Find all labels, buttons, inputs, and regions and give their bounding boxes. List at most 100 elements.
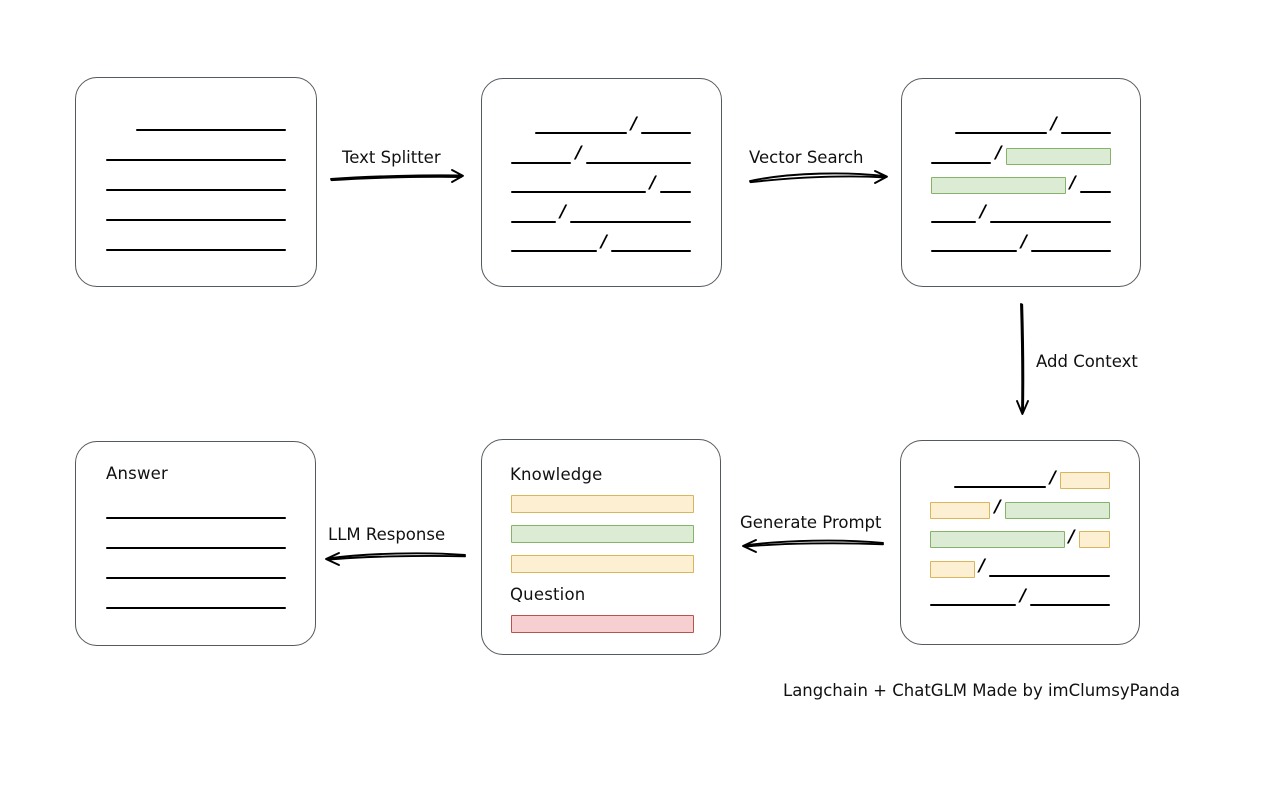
chunk-separator: /	[600, 231, 608, 252]
text-row	[106, 144, 286, 163]
knowledge-bar	[511, 555, 694, 573]
text-line	[953, 471, 1046, 490]
text-line	[931, 147, 992, 166]
text-line	[1079, 176, 1112, 195]
text-line	[931, 235, 1017, 254]
edge-text-splitter-arrow	[330, 169, 464, 183]
chunk-separator: /	[1068, 526, 1075, 547]
text-line	[931, 206, 976, 225]
text-line	[106, 234, 286, 253]
answer-card[interactable]: Answer	[75, 441, 316, 646]
knowledge-bar	[511, 525, 694, 543]
text-row: /	[931, 202, 1111, 225]
chunk-separator: /	[559, 202, 567, 222]
green-chunk	[1004, 501, 1110, 519]
text-row	[106, 562, 286, 581]
text-line	[611, 235, 691, 254]
prompt-card[interactable]: Knowledge Question	[481, 439, 721, 655]
text-row: /	[930, 467, 1110, 490]
text-row	[106, 174, 286, 193]
text-line	[1061, 117, 1111, 136]
chunk-separator: /	[1020, 231, 1028, 252]
text-line	[106, 204, 286, 223]
text-row: /	[511, 143, 692, 166]
text-row: /	[511, 174, 692, 195]
chunk-separator: /	[1019, 585, 1027, 606]
edge-generate-prompt-arrow	[742, 539, 884, 553]
chunk-separator: /	[1049, 467, 1056, 488]
green-chunk	[1005, 147, 1111, 165]
text-row: /	[930, 585, 1110, 608]
question-label: Question	[510, 585, 586, 604]
edge-vector-search-label: Vector Search	[749, 148, 864, 167]
text-row: /	[511, 113, 691, 136]
text-line	[106, 562, 286, 581]
text-line	[989, 560, 1110, 579]
text-row	[106, 204, 286, 223]
edge-llm-response-arrow	[325, 552, 466, 566]
text-line	[534, 117, 627, 136]
text-line	[954, 117, 1047, 136]
text-line	[990, 206, 1111, 225]
text-line	[641, 117, 691, 136]
text-line	[106, 532, 286, 551]
question-bar	[511, 615, 694, 633]
text-line	[511, 235, 597, 254]
text-line	[1030, 589, 1110, 608]
chunk-separator: /	[1069, 172, 1076, 193]
text-line	[585, 147, 692, 166]
text-line	[511, 176, 646, 195]
text-row: /	[930, 497, 1110, 520]
chunk-separator: /	[978, 556, 986, 576]
chunk-separator: /	[630, 113, 637, 134]
edge-add-context-label: Add Context	[1036, 352, 1138, 371]
text-row: /	[930, 526, 1110, 549]
chunk-separator: /	[994, 497, 1001, 517]
text-line	[570, 206, 691, 225]
yellow-chunk	[930, 560, 975, 578]
edge-vector-search-arrow	[749, 170, 888, 184]
yellow-chunk	[1060, 472, 1110, 489]
text-row: /	[931, 115, 1111, 136]
text-row	[106, 234, 286, 253]
text-row	[106, 114, 286, 133]
text-line	[511, 147, 572, 166]
green-chunk	[930, 531, 1065, 548]
chunk-separator: /	[979, 202, 987, 222]
knowledge-bar	[511, 495, 694, 513]
text-row	[106, 592, 286, 611]
text-line	[1031, 235, 1111, 254]
text-row	[106, 502, 286, 521]
edge-generate-prompt-label: Generate Prompt	[740, 513, 882, 532]
green-chunk	[931, 177, 1066, 194]
source-document-card[interactable]	[75, 77, 317, 287]
text-row: /	[931, 231, 1111, 254]
yellow-chunk	[1078, 531, 1110, 548]
edge-llm-response-label: LLM Response	[328, 525, 446, 544]
text-line	[106, 502, 286, 521]
edge-text-splitter-label: Text Splitter	[342, 148, 441, 167]
text-line	[106, 592, 286, 611]
text-line	[930, 589, 1016, 608]
text-line	[511, 206, 556, 225]
context-chunks-card[interactable]: / / / / /	[900, 440, 1140, 645]
answer-label: Answer	[106, 464, 168, 483]
text-row: /	[931, 172, 1112, 195]
text-row	[106, 532, 286, 551]
text-line	[659, 176, 692, 195]
text-line	[106, 144, 286, 163]
knowledge-label: Knowledge	[510, 465, 603, 484]
retrieved-chunks-card[interactable]: / / / / /	[901, 78, 1141, 287]
text-row: /	[511, 231, 691, 254]
edge-add-context-arrow	[1016, 303, 1029, 415]
text-row: /	[511, 202, 691, 225]
text-line	[136, 114, 286, 133]
yellow-chunk	[930, 501, 991, 519]
text-line	[106, 174, 286, 193]
chunk-separator: /	[575, 143, 582, 163]
text-row: /	[931, 143, 1111, 166]
footer-credit: Langchain + ChatGLM Made by imClumsyPand…	[783, 681, 1180, 700]
split-chunks-card[interactable]: / / / / /	[481, 78, 722, 287]
chunk-separator: /	[995, 143, 1002, 163]
